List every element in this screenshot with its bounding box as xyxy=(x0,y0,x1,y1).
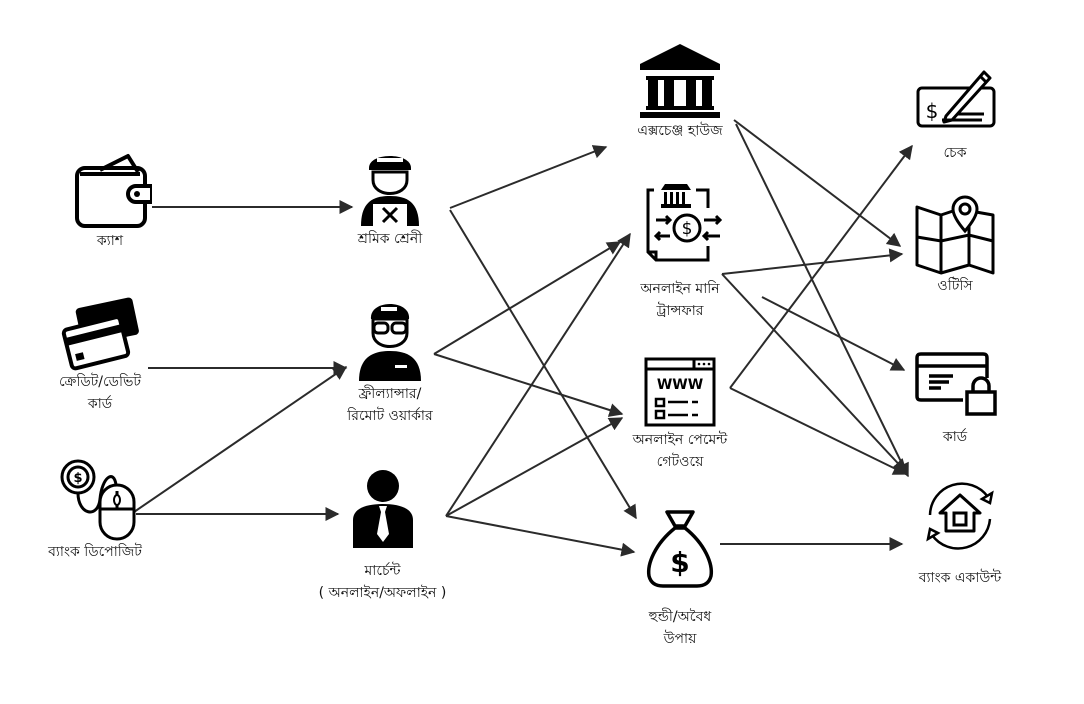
edge-worker-to-hundi xyxy=(449,209,637,520)
edge-merchant-to-online-transfer xyxy=(445,232,631,517)
node-label: ওটিসি xyxy=(937,278,973,294)
credit-cards-icon xyxy=(61,297,139,371)
node-exchange-house: এক্সচেঞ্জ হাউজ xyxy=(605,42,755,142)
edge-payment-gateway-to-cheque xyxy=(729,144,913,389)
node-card-payment: ক্রেডিট/ডেভিট কার্ড xyxy=(35,295,165,415)
node-label: ক্যাশ xyxy=(96,233,124,249)
node-online-transfer: $ অনলাইন মানি ট্রান্সফার xyxy=(605,182,755,322)
node-label: উপায় xyxy=(663,631,697,647)
node-bank-deposit: $ ব্যাংক ডিপোজিট xyxy=(30,455,160,563)
edge-freelancer-to-payment-gateway xyxy=(433,353,624,417)
node-label: অনলাইন মানি xyxy=(640,281,720,297)
svg-text:$: $ xyxy=(670,546,689,579)
edge-online-transfer-to-card xyxy=(761,296,906,371)
merchant-icon xyxy=(352,470,413,548)
node-label: কার্ড xyxy=(942,429,968,445)
edge-exchange-house-to-otc xyxy=(733,119,902,247)
node-label: অনলাইন পেমেন্ট xyxy=(632,432,728,448)
freelancer-icon xyxy=(359,304,421,381)
node-payment-gateway: WWW অনলাইন পেমেন্ট গেটওয়ে xyxy=(605,355,755,473)
wallet-icon xyxy=(75,154,152,228)
web-browser-icon: WWW xyxy=(644,357,716,427)
node-label: ( অনলাইন/অফলাইন ) xyxy=(318,585,447,601)
money-mouse-icon: $ xyxy=(60,459,136,541)
node-cash: ক্যাশ xyxy=(60,150,160,252)
map-pin-icon xyxy=(915,195,995,275)
edge-worker-to-exchange-house xyxy=(449,145,608,209)
node-otc: ওটিসি xyxy=(900,195,1010,297)
node-label: গেটওয়ে xyxy=(656,454,704,470)
svg-text:$: $ xyxy=(926,99,939,123)
worker-icon xyxy=(361,156,419,226)
node-label: শ্রমিক শ্রেনী xyxy=(357,231,423,247)
node-merchant: মার্চেন্ট ( অনলাইন/অফলাইন ) xyxy=(300,468,465,604)
svg-text:$: $ xyxy=(73,471,82,486)
edge-payment-gateway-to-bank-account xyxy=(729,387,908,475)
node-label: রিমোট ওয়ার্কার xyxy=(347,408,433,424)
card-lock-icon xyxy=(915,352,997,416)
edge-merchant-to-payment-gateway xyxy=(445,417,624,517)
node-label: ফ্রীল্যান্সার/ xyxy=(358,386,422,402)
svg-text:$: $ xyxy=(682,219,693,239)
svg-text:WWW: WWW xyxy=(657,377,703,393)
edge-merchant-to-hundi xyxy=(445,515,636,557)
node-label: ব্যাংক একাউন্ট xyxy=(918,570,1002,586)
node-label: মার্চেন্ট xyxy=(364,563,401,579)
node-hundi: $ হুন্ডী/অবৈধ উপায় xyxy=(605,508,755,650)
edge-online-transfer-to-bank-account xyxy=(721,273,907,474)
money-bag-icon: $ xyxy=(646,510,714,588)
cheque-icon: $ xyxy=(916,70,996,128)
money-transfer-icon: $ xyxy=(646,184,722,262)
edge-exchange-house-to-bank-account xyxy=(735,123,909,478)
node-card: কার্ড xyxy=(900,352,1010,448)
node-label: এক্সচেঞ্জ হাউজ xyxy=(637,123,723,139)
node-bank-account: ব্যাংক একাউন্ট xyxy=(895,475,1025,589)
node-label: ট্রান্সফার xyxy=(656,303,704,319)
bank-building-icon xyxy=(640,44,720,118)
node-freelancer: ফ্রীল্যান্সার/ রিমোট ওয়ার্কার xyxy=(315,295,465,427)
node-label: হুন্ডী/অবৈধ xyxy=(648,609,712,625)
node-label: ক্রেডিট/ডেভিট xyxy=(58,374,142,390)
home-refresh-icon xyxy=(926,482,994,550)
node-worker: শ্রমিক শ্রেনী xyxy=(330,148,450,250)
edge-online-transfer-to-otc xyxy=(721,248,904,275)
node-cheque: $ চেক xyxy=(900,62,1010,164)
edge-bank-deposit-to-freelancer xyxy=(133,366,348,513)
edge-freelancer-to-online-transfer xyxy=(433,241,622,355)
node-label: ব্যাংক ডিপোজিট xyxy=(48,544,142,560)
node-label: কার্ড xyxy=(87,396,113,412)
node-label: চেক xyxy=(943,145,967,161)
